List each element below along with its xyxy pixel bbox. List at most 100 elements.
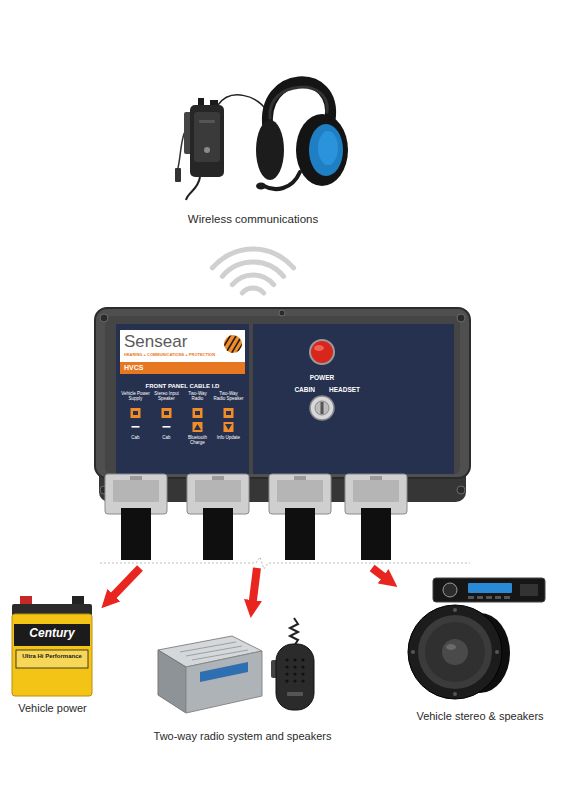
cable-connectors (361, 508, 391, 560)
cable-label: Cab (151, 435, 182, 440)
headset (264, 172, 300, 189)
brand-tagline: HEARING + COMMUNICATIONS + PROTECTION (124, 353, 241, 358)
switch-label: POWER (297, 374, 347, 381)
radio-unit (180, 642, 236, 652)
illustration-group: Vehicle stereo & speakers (399, 572, 561, 727)
mic-grill (301, 672, 304, 675)
headset (256, 120, 284, 180)
switch-label: HEADSET (329, 386, 389, 393)
radio-pack (186, 177, 200, 200)
radio-pack (218, 95, 268, 112)
battery (16, 650, 88, 668)
radio-pack (175, 168, 181, 182)
wireless-waves (242, 288, 263, 293)
radio-unit (192, 650, 248, 660)
microphone (276, 644, 314, 710)
speaker (425, 622, 485, 682)
cable-id-buttons (195, 411, 200, 415)
headset (256, 183, 266, 190)
wireless-waves (222, 262, 283, 276)
power-button (309, 339, 335, 365)
panel-heading: FRONT PANEL CABLE I.D (120, 383, 245, 390)
mic-grill (293, 679, 296, 682)
radio-unit (186, 651, 262, 713)
radio-pack (190, 105, 224, 177)
cable-connectors (353, 480, 399, 502)
cable-id-buttons (131, 408, 141, 418)
cable-label: Cab (120, 435, 151, 440)
cable-label: Two-Way Radio Speaker (213, 391, 244, 401)
power-button (314, 345, 324, 351)
mic-grill (293, 672, 296, 675)
key-switch (310, 396, 334, 420)
cable-id-buttons (224, 408, 234, 418)
cable-connectors (121, 508, 151, 560)
mic-grill (285, 679, 288, 682)
cable-label: Vehicle Power Supply (120, 391, 151, 401)
speaker (442, 639, 468, 665)
headset (309, 124, 343, 176)
caption-text: Wireless communications (118, 213, 388, 226)
wireless-waves (212, 249, 293, 293)
logo-stripes (231, 339, 240, 354)
mic-grill (301, 665, 304, 668)
break-line (100, 557, 470, 569)
cable-id-buttons (164, 411, 169, 415)
connector-arrow (108, 568, 140, 601)
car-stereo (433, 578, 545, 602)
control-unit-housing (100, 314, 108, 322)
mic-grill (293, 658, 296, 661)
microphone (287, 692, 303, 696)
control-unit-housing (116, 324, 249, 474)
cable-label: Bluetooth Charge (182, 435, 213, 445)
radio-pack (175, 95, 268, 200)
car-stereo (520, 584, 538, 596)
battery (72, 596, 84, 605)
car-stereo (504, 596, 510, 599)
mic-grill (285, 672, 288, 675)
car-stereo (495, 596, 501, 599)
control-unit-housing (105, 316, 460, 474)
headset (256, 82, 348, 190)
illustration-group: Two-way radio system and speakers (125, 620, 360, 746)
radio-unit (158, 650, 186, 713)
radio-unit (200, 662, 248, 682)
radio-pack (194, 112, 220, 162)
cable-connectors (113, 480, 159, 502)
car-stereo (433, 578, 545, 602)
battery (12, 614, 92, 696)
mic-grill (293, 665, 296, 668)
cable-connectors (203, 508, 233, 560)
speaker (408, 605, 510, 699)
cable-id-buttons (225, 424, 232, 430)
cable-connectors (195, 480, 241, 502)
cable-id-buttons (131, 408, 234, 432)
connector-arrow (252, 568, 257, 608)
battery (14, 624, 90, 646)
cable-id-buttons (194, 424, 201, 430)
headset (296, 114, 348, 186)
mic-grill (285, 658, 288, 661)
mic-grill (285, 665, 288, 668)
speaker (453, 692, 457, 696)
car-stereo (486, 596, 492, 599)
model-band: HVCS (120, 362, 245, 374)
car-stereo (443, 583, 457, 597)
mic-grill (301, 658, 304, 661)
logo-stripes (224, 333, 243, 356)
cable-connectors (294, 476, 306, 480)
key-switch (321, 402, 324, 414)
speaker (411, 650, 415, 654)
key-switch (310, 396, 334, 420)
battery (20, 596, 32, 605)
control-unit-housing (95, 308, 470, 478)
battery-brand: Century (16, 627, 88, 641)
cable-connectors (370, 476, 382, 480)
radio-unit (158, 636, 262, 713)
radio-unit (186, 646, 242, 656)
power-button (311, 341, 333, 363)
car-stereo (468, 583, 512, 593)
caption-text: Vehicle power (5, 702, 100, 715)
